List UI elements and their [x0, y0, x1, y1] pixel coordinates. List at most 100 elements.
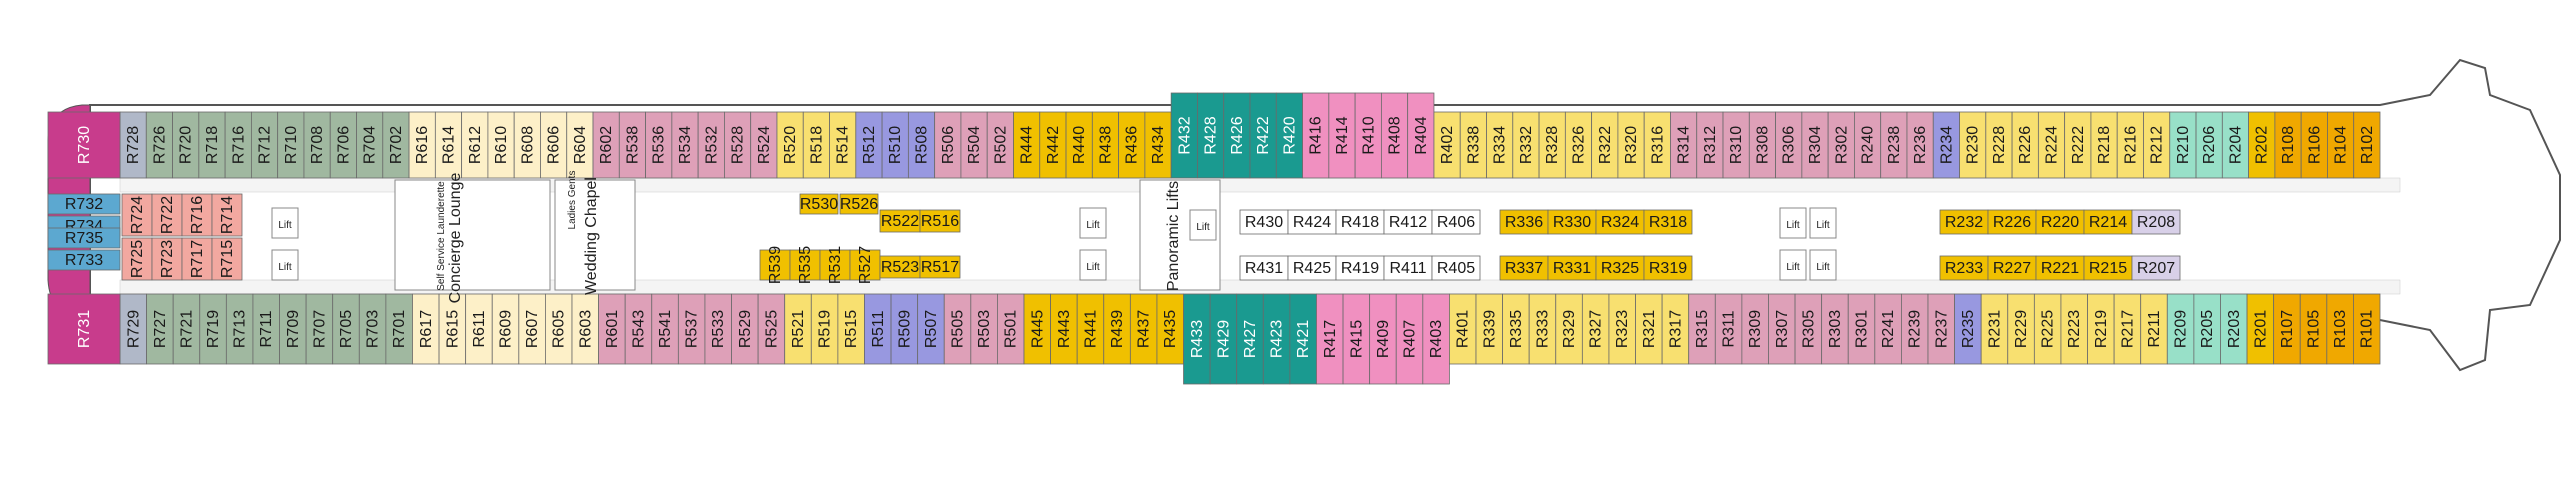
cabin-top[interactable]: R202	[2248, 111, 2276, 179]
cabin-top[interactable]: R726	[145, 111, 173, 179]
cabin-top[interactable]: R602	[592, 111, 620, 179]
inner-cabin[interactable]: R406	[1431, 209, 1481, 235]
cabin-bottom[interactable]: R217	[2113, 293, 2142, 365]
cabin-top[interactable]: R210	[2169, 111, 2197, 179]
cabin-top[interactable]: R606	[540, 111, 568, 179]
cabin-top[interactable]: R728	[119, 111, 147, 179]
cabin-stern-inner[interactable]: R716	[181, 193, 213, 237]
cabin-top[interactable]: R608	[513, 111, 541, 179]
cabin-top[interactable]: R444	[1013, 111, 1041, 179]
cabin-bottom[interactable]: R727	[146, 293, 174, 365]
cabin-top[interactable]: R240	[1854, 111, 1882, 179]
cabin-bottom[interactable]: R507	[917, 293, 945, 365]
cabin-bottom[interactable]: R601	[598, 293, 626, 365]
cabin-top[interactable]: R228	[1985, 111, 2013, 179]
cabin-bottom[interactable]: R429	[1209, 293, 1238, 385]
cabin-top[interactable]: R720	[172, 111, 200, 179]
cabin-bottom[interactable]: R421	[1289, 293, 1317, 385]
cabin-bottom[interactable]: R403	[1422, 293, 1450, 385]
cabin-top[interactable]: R328	[1538, 111, 1566, 179]
cabin-top[interactable]: R304	[1801, 111, 1829, 179]
cabin-top[interactable]: R528	[724, 111, 752, 179]
cabin-top[interactable]: R704	[356, 111, 384, 179]
cabin-top[interactable]: R226	[2011, 111, 2039, 179]
cabin-top[interactable]: R616	[408, 111, 436, 179]
cabin-top[interactable]: R230	[1959, 111, 1987, 179]
cabin-bottom[interactable]: R503	[970, 293, 998, 365]
cabin-bottom[interactable]: R219	[2087, 293, 2115, 365]
cabin-top[interactable]: R332	[1512, 111, 1540, 179]
cabin-top[interactable]: R420	[1275, 92, 1303, 179]
inner-cabin[interactable]: R208	[2131, 209, 2181, 235]
inner-cabin[interactable]: R221	[2035, 255, 2085, 281]
cabin-bottom[interactable]: R103	[2326, 293, 2354, 365]
cabin-bottom[interactable]: R441	[1076, 293, 1105, 365]
inner-cabin[interactable]: R325	[1595, 255, 1645, 281]
inner-cabin[interactable]: R530	[799, 193, 839, 215]
cabin-bottom[interactable]: R529	[731, 293, 759, 365]
cabin-top[interactable]: R204	[2221, 111, 2250, 179]
cabin-bottom[interactable]: R509	[890, 293, 919, 365]
cabin-top[interactable]: R532	[697, 111, 725, 179]
cabin-top[interactable]: R504	[960, 111, 988, 179]
cabin-top[interactable]: R428	[1197, 92, 1225, 179]
cabin-top[interactable]: R306	[1775, 111, 1803, 179]
cabin-bottom[interactable]: R435	[1156, 293, 1184, 365]
cabin-top[interactable]: R218	[2090, 111, 2118, 179]
cabin-bottom[interactable]: R439	[1103, 293, 1131, 365]
cabin-bottom[interactable]: R211	[2140, 293, 2168, 365]
inner-cabin[interactable]: R539	[759, 246, 791, 284]
cabin-top[interactable]: R408	[1380, 92, 1409, 179]
cabin-bottom[interactable]: R607	[518, 293, 546, 365]
inner-cabin[interactable]: R526	[839, 193, 879, 215]
inner-cabin[interactable]: R214	[2083, 209, 2133, 235]
cabin-bottom[interactable]: R443	[1050, 293, 1078, 365]
inner-cabin[interactable]: R424	[1287, 209, 1337, 235]
cabin-top[interactable]: R422	[1249, 92, 1277, 179]
cabin-top[interactable]: R718	[198, 111, 226, 179]
cabin-top[interactable]: R102	[2353, 111, 2381, 179]
cabin-top[interactable]: R426	[1223, 92, 1251, 179]
cabin-top[interactable]: R320	[1617, 111, 1645, 179]
cabin-bottom[interactable]: R705	[332, 293, 360, 365]
cabin-top[interactable]: R206	[2195, 111, 2223, 179]
cabin-stern-inner[interactable]: R725	[121, 237, 153, 281]
cabin-stern-inner[interactable]: R717	[181, 237, 213, 281]
cabin-top[interactable]: R524	[750, 111, 778, 179]
cabin-top[interactable]: R436	[1118, 111, 1146, 179]
cabin-bottom[interactable]: R309	[1741, 293, 1769, 365]
inner-cabin[interactable]: R330	[1547, 209, 1597, 235]
cabin-bottom[interactable]: R501	[997, 293, 1025, 365]
cabin-top[interactable]: R708	[303, 111, 331, 179]
cabin-bottom[interactable]: R437	[1129, 293, 1158, 365]
cabin-bottom[interactable]: R335	[1502, 293, 1530, 365]
cabin-top[interactable]: R702	[382, 111, 410, 179]
cabin-top[interactable]: R310	[1722, 111, 1750, 179]
cabin-top[interactable]: R612	[461, 111, 489, 179]
cabin-bottom[interactable]: R333	[1528, 293, 1557, 365]
cabin-stern-side[interactable]: R732	[47, 193, 121, 215]
cabin-bottom[interactable]: R205	[2193, 293, 2221, 365]
inner-cabin[interactable]: R232	[1939, 209, 1989, 235]
cabin-stern-inner[interactable]: R723	[151, 237, 183, 281]
cabin-top[interactable]: R512	[855, 111, 883, 179]
cabin-top[interactable]: R614	[434, 111, 463, 179]
cabin-stern-bottom[interactable]: R731	[47, 293, 121, 365]
cabin-bottom[interactable]: R433	[1183, 293, 1211, 385]
cabin-bottom[interactable]: R719	[199, 293, 227, 365]
cabin-bottom[interactable]: R711	[252, 293, 280, 365]
cabin-bottom[interactable]: R407	[1395, 293, 1424, 385]
inner-cabin[interactable]: R523	[879, 255, 921, 279]
cabin-top[interactable]: R106	[2300, 111, 2328, 179]
cabin-top[interactable]: R610	[487, 111, 515, 179]
cabin-bottom[interactable]: R533	[704, 293, 732, 365]
cabin-stern-side[interactable]: R733	[47, 249, 121, 271]
cabin-bottom[interactable]: R615	[438, 293, 467, 365]
cabin-bottom[interactable]: R519	[810, 293, 839, 365]
cabin-bottom[interactable]: R307	[1768, 293, 1796, 365]
cabin-top[interactable]: R238	[1880, 111, 1908, 179]
cabin-stern-side[interactable]: R735	[47, 227, 121, 249]
cabin-top[interactable]: R326	[1564, 111, 1593, 179]
cabin-top[interactable]: R538	[618, 111, 646, 179]
cabin-top[interactable]: R432	[1170, 92, 1198, 179]
